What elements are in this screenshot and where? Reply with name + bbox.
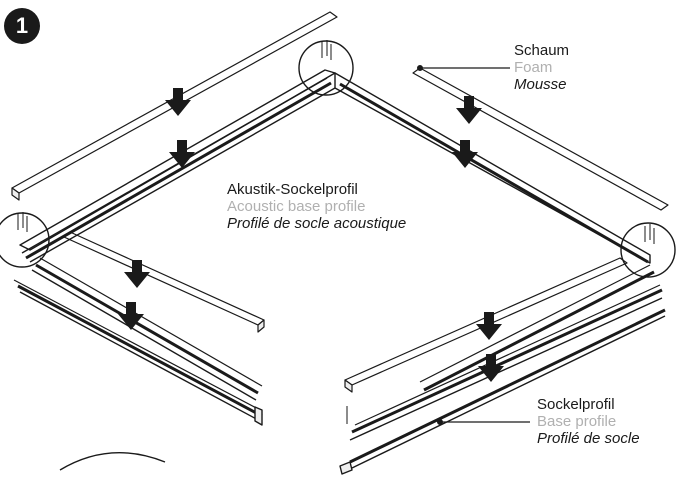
label-acoustic-de: Akustik-Sockelprofil (227, 181, 358, 198)
arrow-5 (124, 260, 150, 288)
arrow-2 (169, 140, 195, 168)
arrow-4 (452, 140, 478, 168)
arrow-1 (165, 88, 191, 116)
base-frame (13, 279, 666, 475)
label-acoustic-fr: Profilé de socle acoustique (227, 215, 407, 232)
arrow-6 (118, 302, 144, 330)
label-foam: Schaum Foam Mousse (514, 42, 569, 93)
screws (17, 40, 655, 424)
foam-strip-front-left (63, 231, 265, 333)
label-foam-de: Schaum (514, 42, 570, 59)
acoustic-frame (19, 69, 655, 401)
detail-circle-bottom (59, 452, 166, 471)
step-number-badge: 1 (4, 8, 40, 44)
label-base-fr: Profilé de socle (537, 430, 640, 447)
label-foam-fr: Mousse (514, 76, 567, 93)
detail-circle-right (620, 222, 676, 278)
assembly-arrows (118, 88, 504, 382)
arrow-3 (456, 96, 482, 124)
label-acoustic-en: Acoustic base profile (227, 198, 366, 215)
label-foam-en: Foam (514, 59, 553, 76)
arrow-7 (476, 312, 502, 340)
label-acoustic-profile: Akustik-Sockelprofil Acoustic base profi… (227, 181, 406, 232)
arrow-8 (478, 354, 504, 382)
detail-circle-top (298, 40, 354, 96)
foam-strip-back-right (412, 67, 669, 211)
label-base-en: Base profile (537, 413, 617, 430)
label-base-de: Sockelprofil (537, 396, 615, 413)
label-base-profile: Sockelprofil Base profile Profilé de soc… (537, 396, 640, 447)
detail-circle-left (0, 212, 50, 268)
